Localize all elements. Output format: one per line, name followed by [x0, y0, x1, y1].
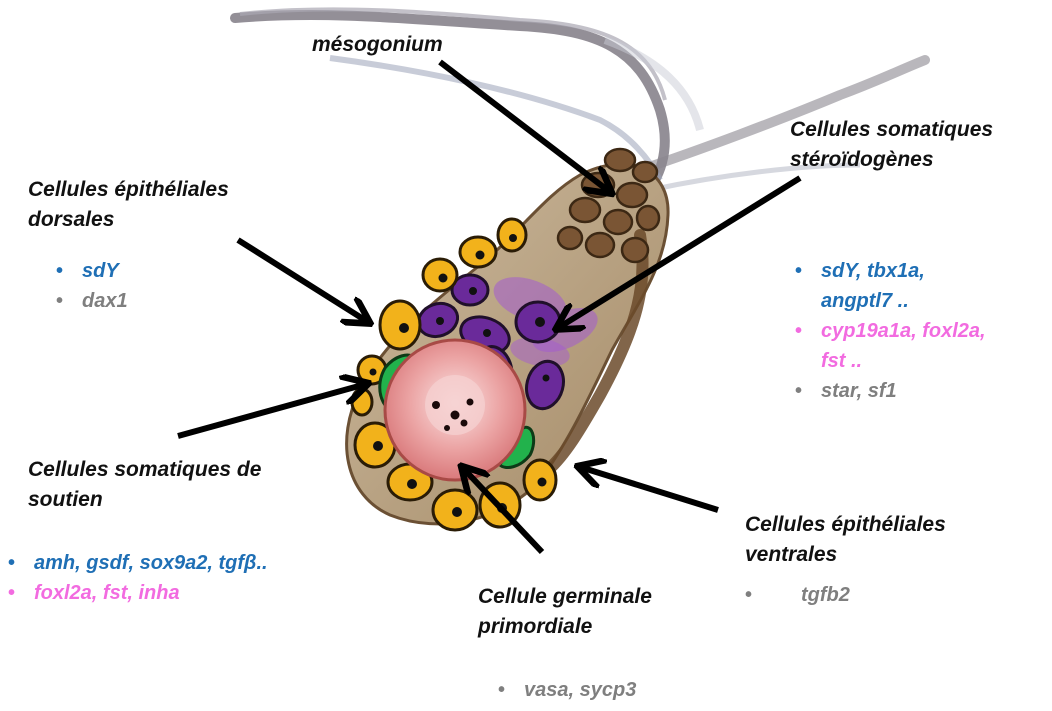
genes-steroidogenic: sdY, tbx1a, angptl7 .. cyp19a1a, foxl2a,…: [795, 256, 986, 406]
gene-item: star, sf1: [795, 376, 986, 406]
genes-support: amh, gsdf, sox9a2, tgfβ.. foxl2a, fst, i…: [8, 548, 268, 608]
genes-dorsal: sdY dax1: [56, 256, 128, 316]
arrow-mesogonium: [440, 62, 610, 192]
genes-germinal: vasa, sycp3: [498, 675, 636, 705]
genes-ventral: tgfb2: [745, 580, 850, 610]
label-steroidogenic-cells: Cellules somatiques stéroïdogènes: [790, 115, 993, 175]
gene-item: sdY, tbx1a, angptl7 ..: [795, 256, 986, 316]
gene-item: dax1: [56, 286, 128, 316]
gene-item: tgfb2: [745, 580, 850, 610]
label-ventral-epithelial: Cellules épithéliales ventrales: [745, 510, 946, 570]
gene-item: sdY: [56, 256, 128, 286]
label-support-cells: Cellules somatiques de soutien: [28, 455, 261, 515]
label-dorsal-epithelial: Cellules épithéliales dorsales: [28, 175, 229, 235]
label-primordial-germ-cell: Cellule germinale primordiale: [478, 582, 652, 642]
gene-item: cyp19a1a, foxl2a, fst ..: [795, 316, 986, 376]
primordial-germ-cell: [385, 340, 525, 480]
arrow-dorsal: [238, 240, 368, 322]
arrow-ventral: [580, 467, 718, 510]
label-mesogonium: mésogonium: [312, 30, 443, 60]
gene-item: amh, gsdf, sox9a2, tgfβ..: [8, 548, 268, 578]
gene-item: vasa, sycp3: [498, 675, 636, 705]
gene-item: foxl2a, fst, inha: [8, 578, 268, 608]
arrow-support: [178, 384, 366, 436]
